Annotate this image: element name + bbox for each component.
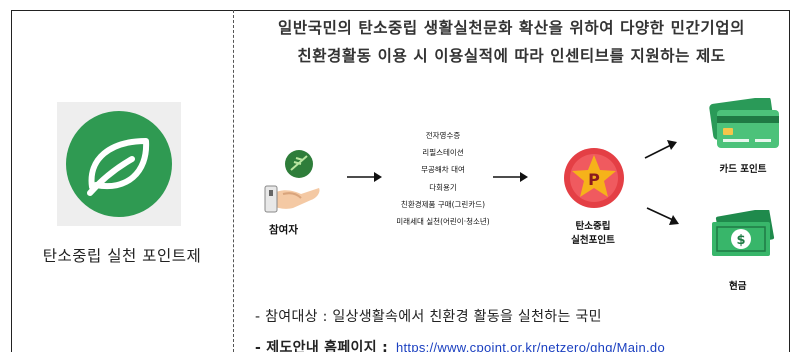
activity-item: 리필스테이션 — [422, 148, 464, 158]
info-table: 탄소중립 실천 포인트제 일반국민의 탄소중립 생활실천문화 확산을 위하여 다… — [11, 10, 790, 352]
svg-text:P: P — [588, 170, 600, 189]
credit-card-icon — [709, 98, 779, 148]
activity-item: 다회용기 — [429, 182, 457, 192]
points-label-line-1: 탄소중립 — [575, 221, 611, 232]
arrow-right-icon — [493, 172, 528, 182]
participant-label: 참여자 — [269, 224, 298, 236]
program-logo — [57, 102, 181, 226]
description-line-1: 일반국민의 탄소중립 생활실천문화 확산을 위하여 다양한 민간기업의 — [278, 19, 745, 37]
cash-icon: $ — [712, 210, 775, 256]
logo-circle — [66, 111, 172, 217]
activity-item: 친환경제품 구매(그린카드) — [400, 199, 486, 209]
description-line-2: 친환경활동 이용 시 이용실적에 따라 인센티브를 지원하는 제도 — [297, 47, 726, 65]
hand-with-leaf-icon — [264, 150, 320, 213]
activity-list: 전자영수증 리필스테이션 무공해차 대여 다회용기 친환경제품 구매(그린카드)… — [383, 127, 503, 230]
table-left-border — [11, 10, 12, 352]
arrow-right-icon — [347, 172, 382, 182]
svg-text:$: $ — [736, 233, 745, 248]
card-point-label: 카드 포인트 — [719, 164, 767, 175]
target-participants: - 참여대상 : 일상생활속에서 친환경 활동을 실천하는 국민 — [255, 309, 602, 325]
table-top-border — [11, 10, 790, 11]
star-p-badge-icon: P — [564, 148, 624, 208]
activity-item: 무공해차 대여 — [421, 165, 465, 175]
program-name: 탄소중립 실천 포인트제 — [42, 247, 202, 265]
points-label: 탄소중립 실천포인트 — [555, 220, 631, 248]
cash-label: 현금 — [729, 281, 747, 292]
homepage-label: - 제도안내 홈페이지 : — [255, 340, 388, 352]
points-label-line-2: 실천포인트 — [571, 235, 615, 246]
activity-item: 전자영수증 — [425, 131, 461, 140]
leaf-icon — [87, 138, 150, 196]
arrow-up-right-icon — [644, 140, 677, 159]
table-column-divider — [233, 10, 234, 352]
activity-item: 미래세대 실천(어린이·청소년) — [396, 217, 490, 227]
homepage-link[interactable]: https://www.cpoint.or.kr/netzero/ghg/Mai… — [395, 340, 665, 352]
homepage-info: - 제도안내 홈페이지 : https://www.cpoint.or.kr/ne… — [255, 337, 665, 352]
table-right-border — [789, 10, 790, 352]
arrow-down-right-icon — [646, 207, 679, 225]
